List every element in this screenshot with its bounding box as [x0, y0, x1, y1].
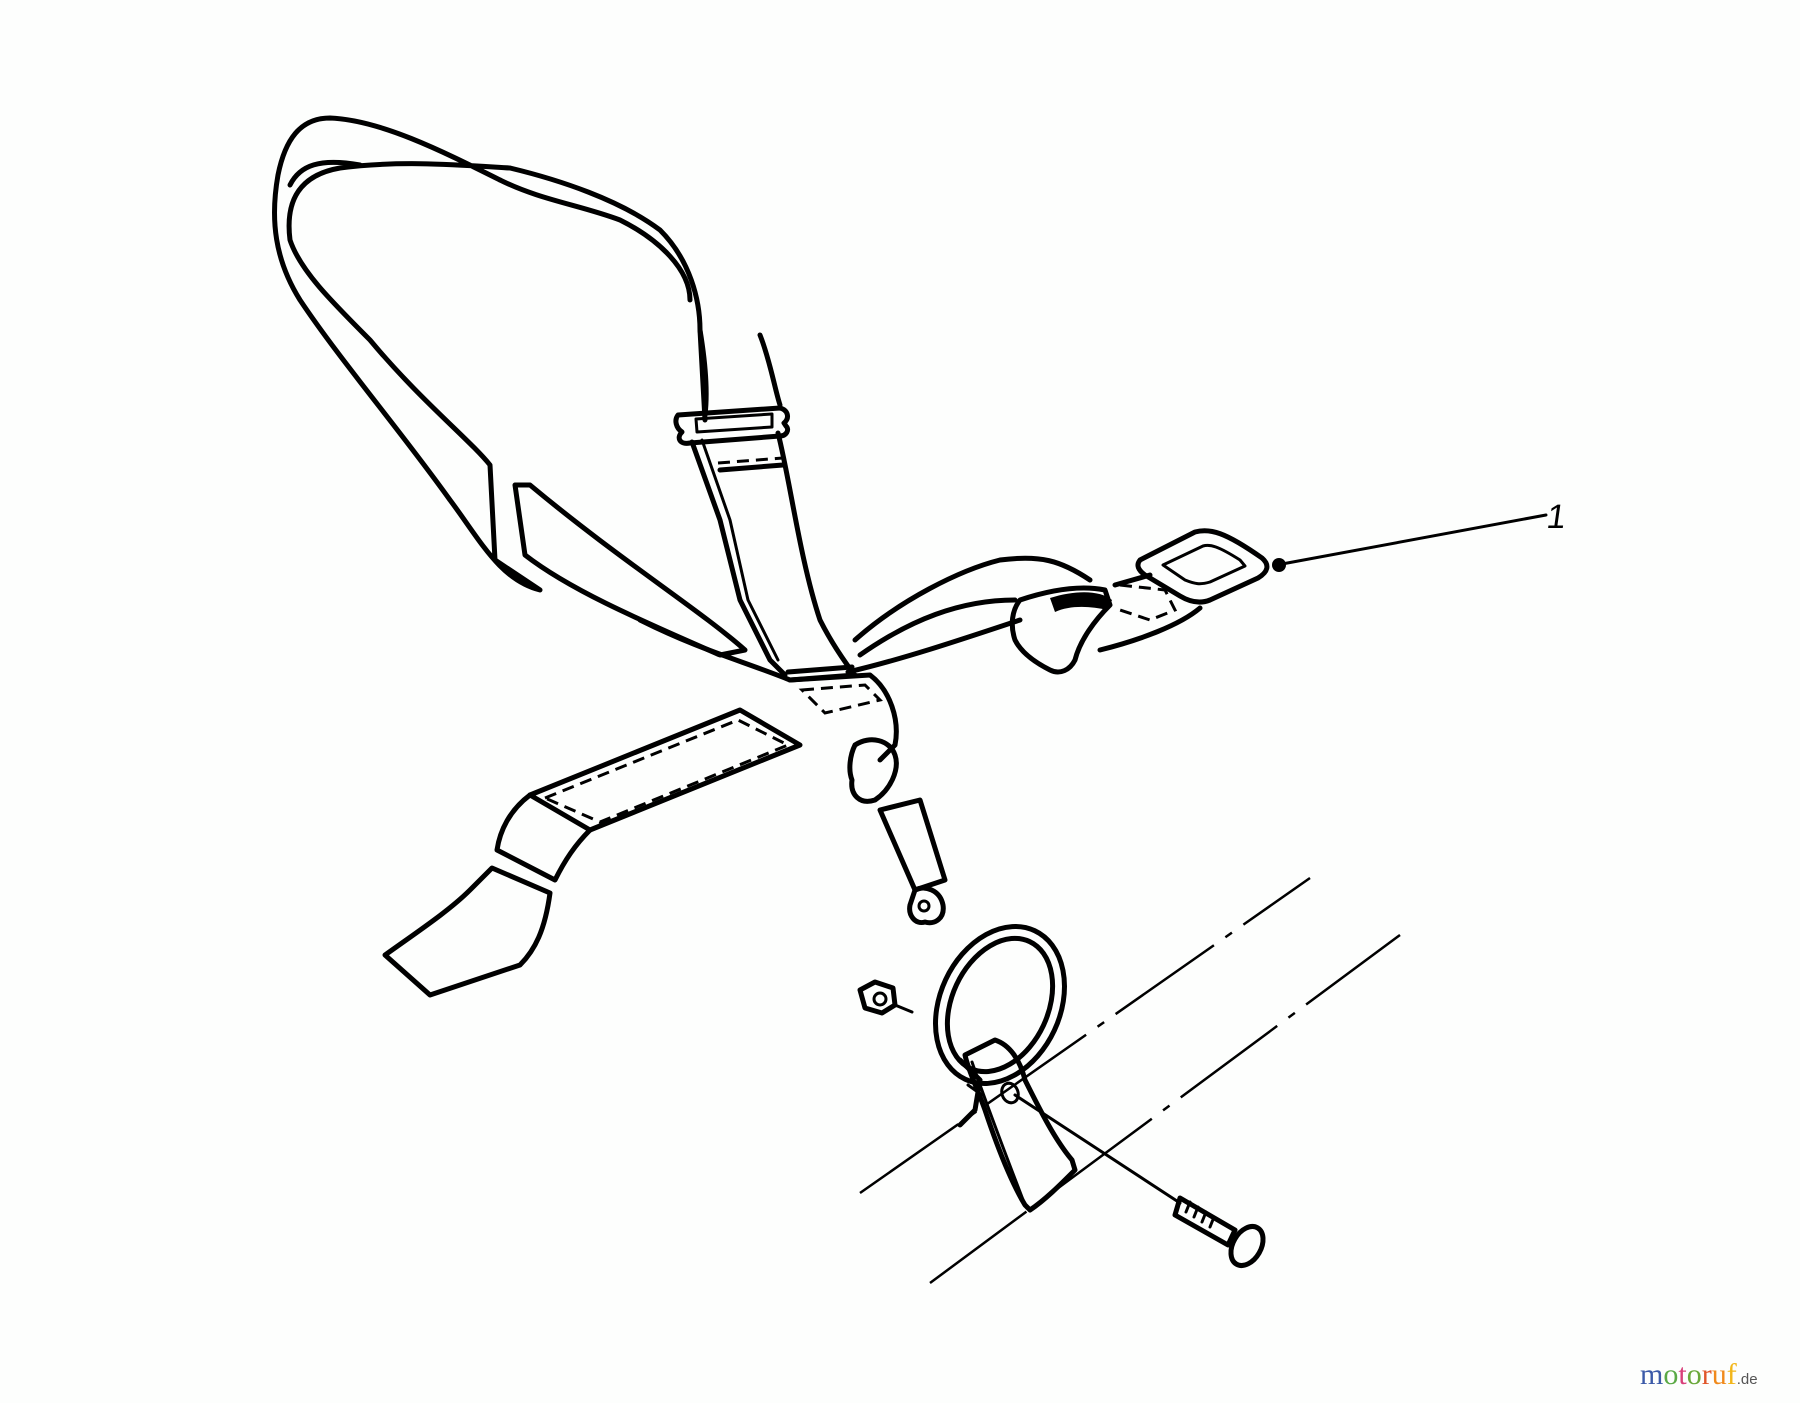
rectangular-buckle: [1009, 528, 1270, 675]
watermark-letter-o: o: [1686, 1358, 1702, 1391]
watermark-logo: motoruf.de: [1640, 1360, 1758, 1390]
watermark-tld: .de: [1736, 1371, 1758, 1388]
watermark-letter-m: m: [1640, 1358, 1664, 1391]
shaft-centerlines: [859, 876, 1401, 1285]
strap-ring: [933, 923, 1067, 1087]
watermark-letter-r: r: [1701, 1358, 1712, 1391]
watermark-letter-u: u: [1711, 1358, 1727, 1391]
hex-nut: [857, 979, 914, 1016]
watermark-letter-t: t: [1678, 1358, 1687, 1391]
main-strap: [637, 430, 1093, 683]
waist-strap-velcro: [382, 707, 803, 998]
adjustment-slider: [673, 405, 791, 446]
screw: [1013, 1093, 1266, 1268]
watermark-letter-f: f: [1726, 1358, 1737, 1391]
shaft-clamp: [957, 1037, 1078, 1213]
watermark-letter-o: o: [1663, 1358, 1679, 1391]
hook-clip: [787, 672, 948, 926]
shoulder-pad-loop: [272, 115, 783, 658]
callout-leader-1: [1272, 513, 1548, 572]
